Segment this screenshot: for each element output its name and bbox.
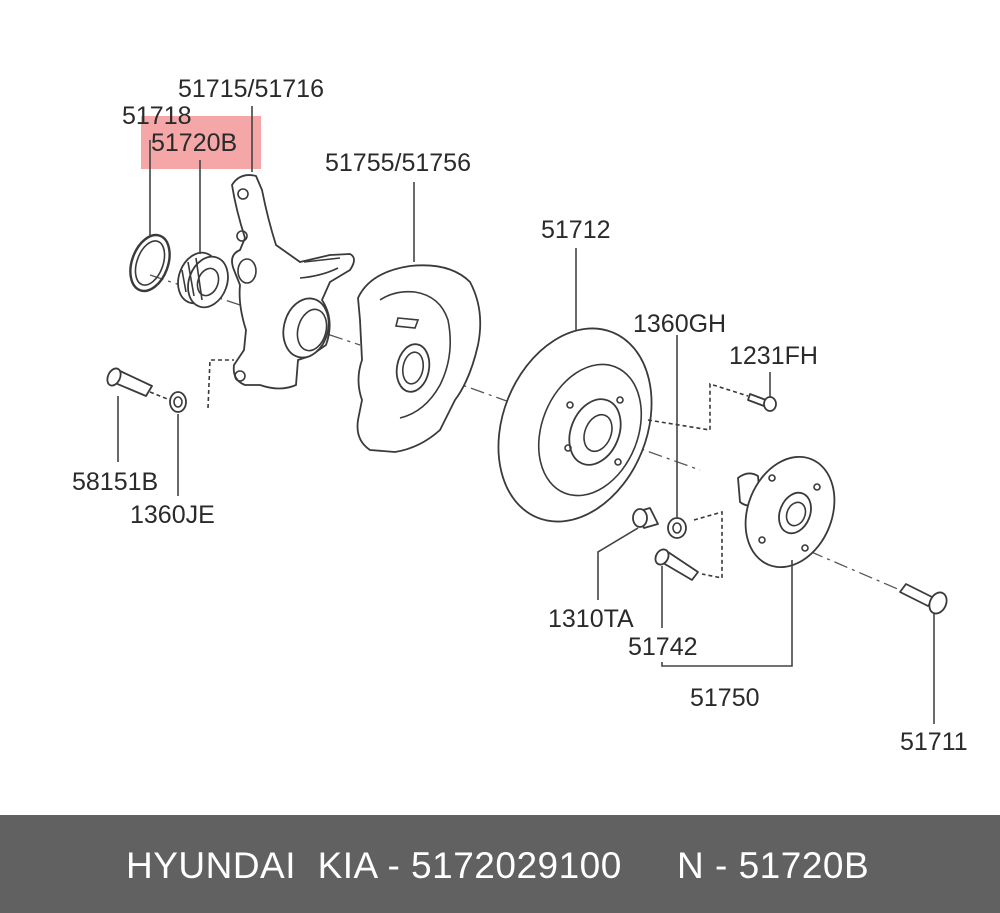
stud-51742 — [654, 548, 699, 581]
callout-51750: 51750 — [690, 684, 760, 712]
callout-58151b: 58151B — [72, 468, 158, 496]
assembly-lines-left — [149, 359, 234, 409]
nut-1360gh — [667, 517, 687, 539]
bolt-58151b — [106, 367, 153, 397]
nut-1360je — [169, 391, 187, 413]
bolt-51711 — [899, 583, 948, 615]
brake-disc — [497, 327, 653, 523]
assembly-lines-right — [647, 382, 749, 579]
diagram-reference: N - 51720B — [677, 845, 870, 886]
parts-diagram: 51715/51716 51718 51720B 51755/51756 517… — [72, 75, 968, 756]
screw-1231fh — [747, 393, 777, 412]
callout-51755-51756: 51755/51756 — [325, 149, 471, 177]
callout-51742: 51742 — [628, 633, 698, 661]
leader-lines — [117, 106, 935, 724]
callout-51720b: 51720B — [151, 129, 237, 157]
dust-cover — [356, 264, 482, 453]
part-number-banner: HYUNDAI KIA - 5172029100 N - 51720B — [0, 815, 1000, 913]
snap-ring — [129, 233, 171, 293]
washer-1310ta — [632, 507, 659, 529]
highlight-box — [141, 116, 261, 169]
steering-knuckle — [231, 174, 355, 390]
callout-51715-51716: 51715/51716 — [178, 75, 324, 103]
wheel-hub — [737, 455, 836, 569]
callout-1231fh: 1231FH — [729, 342, 818, 370]
callout-51718: 51718 — [122, 102, 192, 130]
callout-51711: 51711 — [900, 728, 968, 756]
callout-1310ta: 1310TA — [548, 605, 634, 633]
callout-1360gh: 1360GH — [633, 310, 726, 338]
callout-51712: 51712 — [541, 216, 611, 244]
callout-1360je: 1360JE — [130, 501, 215, 529]
brand-part-number: HYUNDAI KIA - 5172029100 — [126, 845, 622, 886]
wheel-bearing — [177, 251, 229, 309]
